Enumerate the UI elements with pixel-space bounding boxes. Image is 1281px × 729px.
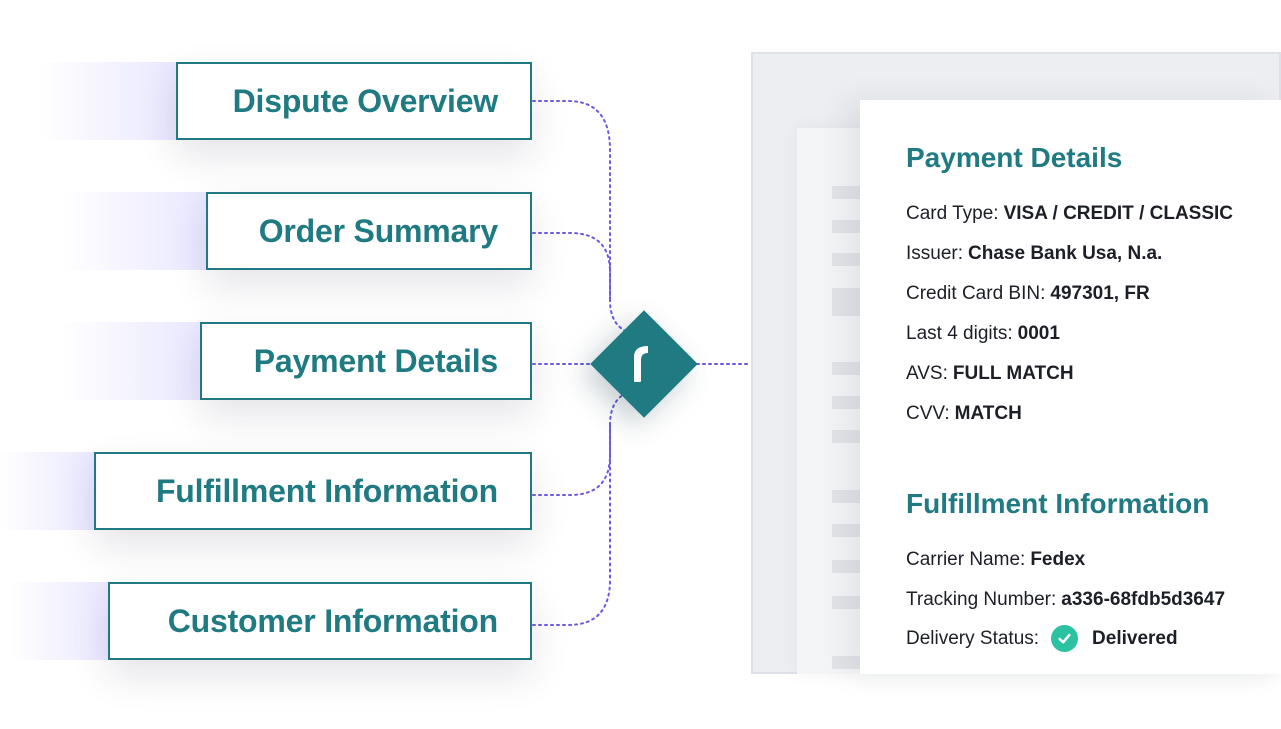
placeholder-line <box>832 490 860 503</box>
delivery-status-value: Delivered <box>1092 627 1178 649</box>
payment-details-heading: Payment Details <box>906 142 1123 173</box>
placeholder-line <box>832 656 860 669</box>
connector-order-summary <box>532 232 611 301</box>
card-glow <box>10 582 112 660</box>
section-card-customer-information: Customer Information <box>108 582 532 660</box>
placeholder-line <box>832 430 860 443</box>
placeholder-line <box>832 362 860 375</box>
field-cvv: CVV: MATCH <box>906 403 1022 425</box>
field-value: FULL MATCH <box>952 363 1074 384</box>
brand-logo-icon <box>634 346 648 382</box>
field-value: a336-68fdb5d3647 <box>1061 589 1226 610</box>
field-card-type: Card Type: VISA / CREDIT / CLASSIC <box>906 203 1233 225</box>
section-card-dispute-overview: Dispute Overview <box>176 62 532 140</box>
section-card-order-summary: Order Summary <box>206 192 532 270</box>
document-front-page: Payment Details Card Type: VISA / CREDIT… <box>860 100 1281 674</box>
field-last-4-digits: Last 4 digits: 0001 <box>906 323 1060 345</box>
connector-customer-information <box>532 424 611 626</box>
field-value: Chase Bank Usa, N.a. <box>968 243 1163 264</box>
field-label: Card Type: <box>906 203 999 224</box>
field-value: 0001 <box>1017 323 1060 344</box>
card-glow <box>40 62 180 140</box>
field-label: Carrier Name: <box>906 549 1026 570</box>
field-label: Tracking Number: <box>906 589 1057 610</box>
card-glow <box>60 322 205 400</box>
section-card-label: Order Summary <box>258 212 498 249</box>
fulfillment-information-heading: Fulfillment Information <box>906 488 1210 519</box>
section-card-label: Payment Details <box>253 342 498 379</box>
placeholder-block <box>832 288 860 316</box>
connector-dispute-overview <box>532 100 629 333</box>
placeholder-line <box>832 524 860 537</box>
placeholder-line <box>832 396 860 409</box>
connector-fulfillment-information <box>532 391 629 496</box>
field-label: AVS: <box>906 363 948 384</box>
field-credit-card-bin: Credit Card BIN: 497301, FR <box>906 283 1150 305</box>
field-label: Credit Card BIN: <box>906 283 1046 304</box>
check-circle-icon <box>1051 625 1079 652</box>
field-value: MATCH <box>954 403 1022 424</box>
field-avs: AVS: FULL MATCH <box>906 363 1074 385</box>
field-label: Delivery Status: <box>906 627 1040 649</box>
field-label: CVV: <box>906 403 950 424</box>
field-delivery-status: Delivery Status: Delivered <box>906 625 1178 652</box>
field-carrier-name: Carrier Name: Fedex <box>906 549 1085 571</box>
placeholder-line <box>832 220 860 233</box>
placeholder-line <box>832 596 860 609</box>
section-card-fulfillment-information: Fulfillment Information <box>94 452 532 530</box>
field-issuer: Issuer: Chase Bank Usa, N.a. <box>906 243 1162 265</box>
placeholder-line <box>832 186 860 199</box>
section-card-label: Fulfillment Information <box>155 472 498 509</box>
field-label: Last 4 digits: <box>906 323 1013 344</box>
section-card-label: Customer Information <box>167 602 498 639</box>
field-value: Fedex <box>1030 549 1086 570</box>
placeholder-line <box>832 560 860 573</box>
card-glow <box>0 452 98 530</box>
field-tracking-number: Tracking Number: a336-68fdb5d3647 <box>906 589 1225 611</box>
placeholder-line <box>832 253 860 266</box>
field-label: Issuer: <box>906 243 964 264</box>
section-card-label: Dispute Overview <box>232 82 499 119</box>
card-glow <box>60 192 210 270</box>
field-value: 497301, FR <box>1050 283 1150 304</box>
field-value: VISA / CREDIT / CLASSIC <box>1003 203 1234 224</box>
section-card-payment-details: Payment Details <box>200 322 532 400</box>
